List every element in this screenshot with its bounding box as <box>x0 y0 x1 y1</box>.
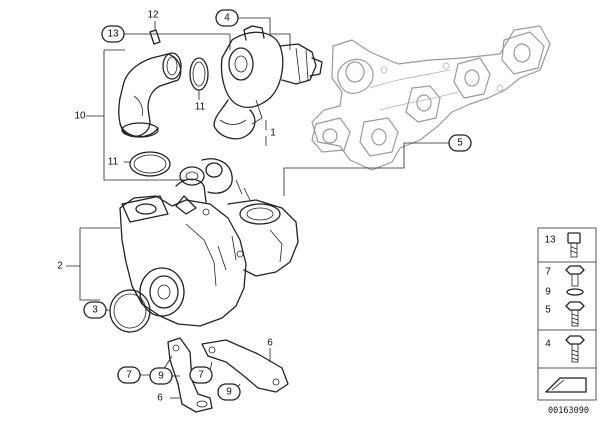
arrow-icon <box>545 377 587 393</box>
callout-6-right: 6 <box>267 338 273 349</box>
callout-3-label: 3 <box>92 305 98 316</box>
callout-7-left-label: 7 <box>126 370 132 381</box>
panel-label-13: 13 <box>544 235 556 246</box>
callout-4: 4 <box>215 9 239 27</box>
seal-rings <box>129 57 209 177</box>
leader-lines <box>66 17 455 399</box>
callout-13: 13 <box>101 25 125 43</box>
callout-6-lower-label: 6 <box>157 393 163 404</box>
callout-10: 10 <box>74 111 86 122</box>
panel-label-9: 9 <box>545 287 551 298</box>
panel-label-4: 4 <box>545 339 551 350</box>
callout-10-label: 10 <box>74 111 86 122</box>
callout-12: 12 <box>147 10 159 21</box>
callout-7-right: 7 <box>189 366 213 384</box>
callout-7-left: 7 <box>117 366 141 384</box>
panel-label-7: 7 <box>545 267 551 278</box>
callout-11-upper: 11 <box>195 102 206 113</box>
hex-bolt-icon <box>565 301 585 327</box>
callout-11-lower-label: 11 <box>108 157 119 168</box>
callout-7-right-label: 7 <box>198 370 204 381</box>
callout-2: 2 <box>57 261 63 272</box>
callout-5-label: 5 <box>457 138 463 149</box>
callout-9-alt-label: 9 <box>226 387 232 398</box>
socket-head-bolt-icon <box>567 232 581 258</box>
gasket-ring-part-3 <box>109 289 151 333</box>
panel-label-5: 5 <box>545 305 551 316</box>
turbo-core-assembly <box>213 25 323 140</box>
exhaust-manifold-ghost <box>311 25 551 171</box>
callout-5: 5 <box>448 134 472 152</box>
callout-12-label: 12 <box>147 10 159 21</box>
intake-elbow-pipe <box>118 52 182 138</box>
long-bolt-icon <box>565 335 585 363</box>
flange-bolt-icon <box>565 265 585 296</box>
callout-9: 9 <box>149 367 173 385</box>
hardware-panel: 13 7 9 5 4 <box>537 227 597 401</box>
callout-1: 1 <box>270 128 276 139</box>
callout-13-label: 13 <box>107 29 119 40</box>
callout-11-upper-label: 11 <box>195 102 206 113</box>
main-turbocharger <box>119 158 299 327</box>
callout-2-label: 2 <box>57 261 63 272</box>
callout-4-label: 4 <box>224 13 230 24</box>
callout-1-label: 1 <box>270 128 276 139</box>
callout-3: 3 <box>83 301 107 319</box>
clip-part-12 <box>149 29 161 45</box>
callout-9-alt: 9 <box>217 383 241 401</box>
drawing-number: 00163090 <box>548 406 589 416</box>
support-brackets <box>167 337 289 413</box>
callout-9-label: 9 <box>158 371 164 382</box>
callout-6-right-label: 6 <box>267 338 273 349</box>
callout-6-lower: 6 <box>157 393 163 404</box>
callout-11-lower: 11 <box>108 157 119 168</box>
